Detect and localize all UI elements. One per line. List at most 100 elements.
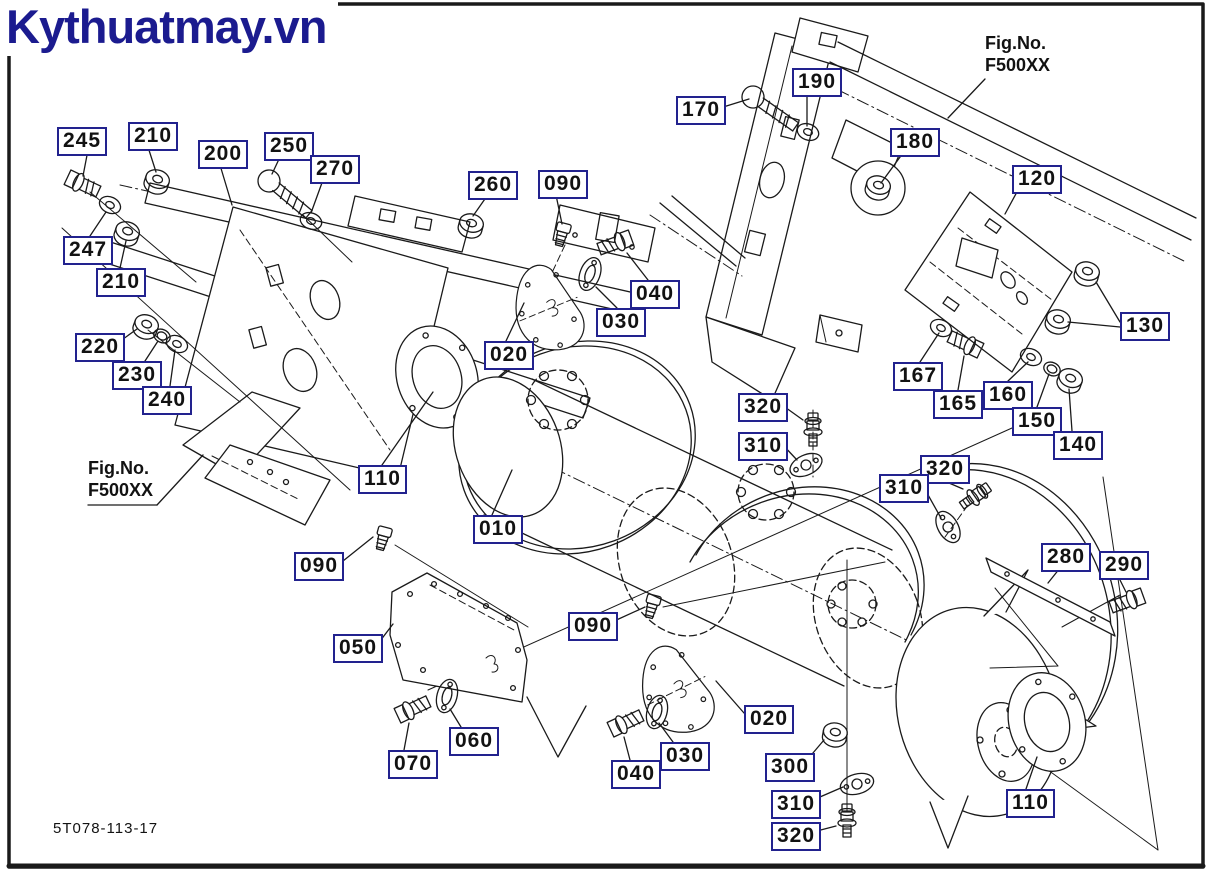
part-label-320: 320: [738, 393, 789, 423]
boltlong-part: [257, 169, 313, 219]
cover-plate-050: [389, 572, 528, 703]
part-label-050: 050: [333, 634, 384, 664]
part-label-020: 020: [744, 705, 795, 735]
leader-line: [381, 391, 434, 466]
nut-part: [113, 221, 141, 247]
hardware-parts-layer: [63, 85, 1147, 838]
nut-part: [457, 213, 484, 239]
boltlong-part: [741, 85, 800, 132]
leader-line: [403, 722, 410, 751]
part-label-270: 270: [310, 155, 361, 185]
screw-part: [554, 221, 572, 248]
part-label-090: 090: [294, 552, 345, 582]
part-label-110: 110: [358, 465, 407, 495]
screw-part: [644, 593, 662, 620]
part-label-310: 310: [879, 474, 930, 504]
fig-ref-note: Fig.No.F500XX: [985, 33, 1051, 75]
cover-plate-020-top: [515, 264, 585, 351]
part-label-280: 280: [1041, 543, 1092, 573]
leader-line: [947, 78, 986, 119]
leader-line: [310, 179, 324, 214]
part-label-150: 150: [1012, 407, 1063, 437]
part-label-290: 290: [1099, 551, 1150, 581]
flange-ring-110-right: [1007, 672, 1087, 772]
part-label-040: 040: [630, 280, 681, 310]
grommet-part: [645, 694, 669, 730]
washer-part: [796, 122, 820, 142]
watermark-logo: Kythuatmay.vn: [0, 1, 339, 56]
boltsmall-part: [393, 695, 432, 724]
ring-part: [153, 328, 171, 344]
part-label-170: 170: [676, 96, 727, 126]
leader-line: [169, 349, 176, 387]
part-label-040: 040: [611, 760, 662, 790]
gasket-part: [839, 772, 875, 796]
part-label-260: 260: [468, 171, 519, 201]
part-label-247: 247: [63, 236, 114, 266]
part-label-245: 245: [57, 127, 108, 157]
boltsmall-part: [63, 169, 102, 198]
part-label-200: 200: [198, 140, 249, 170]
part-label-240: 240: [142, 386, 193, 416]
part-label-060: 060: [449, 727, 500, 757]
border-frame: [6, 2, 1206, 869]
leader-line: [156, 454, 204, 506]
fig-ref-note: Fig.No.F500XX: [88, 458, 154, 500]
leader-line: [626, 252, 649, 281]
leader-line: [505, 302, 525, 342]
part-label-180: 180: [890, 128, 941, 158]
part-label-230: 230: [112, 361, 163, 391]
leader-line: [144, 340, 159, 362]
leader-line: [555, 194, 563, 225]
part-label-220: 220: [75, 333, 126, 363]
boltsmall-part: [606, 709, 645, 738]
leader-line: [658, 722, 674, 743]
part-label-140: 140: [1053, 431, 1104, 461]
grommet-part: [435, 678, 459, 714]
nut-part: [143, 169, 171, 195]
leader-line: [1068, 388, 1073, 432]
part-label-130: 130: [1120, 312, 1171, 342]
boltsmall-part: [596, 229, 635, 256]
part-label-120: 120: [1012, 165, 1063, 195]
boltsmall-part: [1108, 587, 1147, 614]
leader-line: [595, 286, 618, 309]
part-label-210: 210: [96, 268, 147, 298]
washer-part: [299, 211, 323, 231]
part-label-090: 090: [538, 170, 589, 200]
valve-part: [803, 412, 823, 447]
washer-part: [165, 334, 189, 354]
washer-part: [98, 195, 122, 215]
leader-line: [957, 355, 965, 391]
grommet-part: [578, 257, 602, 291]
part-label-110: 110: [1006, 789, 1055, 819]
part-label-250: 250: [264, 132, 315, 162]
boltsmall-part: [946, 330, 985, 359]
leader-line: [1007, 361, 1029, 382]
nut-part: [821, 722, 848, 748]
nut-part: [1073, 261, 1100, 287]
drawing-number: 5T078-113-17: [53, 820, 159, 837]
part-label-030: 030: [660, 742, 711, 772]
part-label-030: 030: [596, 308, 647, 338]
nut-part: [1056, 368, 1084, 394]
part-label-020: 020: [484, 341, 535, 371]
leader-line: [1095, 281, 1121, 323]
side-plate-120: [904, 191, 1073, 373]
leader-line: [1025, 756, 1038, 790]
leader-line: [119, 240, 127, 269]
leader-line: [219, 164, 233, 206]
leader-lines-layer: [82, 78, 1127, 833]
part-label-320: 320: [771, 822, 822, 852]
part-label-090: 090: [568, 612, 619, 642]
valve-part: [837, 803, 857, 838]
leader-line: [491, 469, 513, 516]
nut-part: [864, 175, 891, 201]
part-label-310: 310: [738, 432, 789, 462]
leader-line: [449, 708, 462, 728]
nut-part: [132, 314, 160, 340]
screw-part: [375, 525, 393, 552]
leader-line: [89, 211, 107, 237]
scraper-bar-280: [985, 557, 1116, 669]
